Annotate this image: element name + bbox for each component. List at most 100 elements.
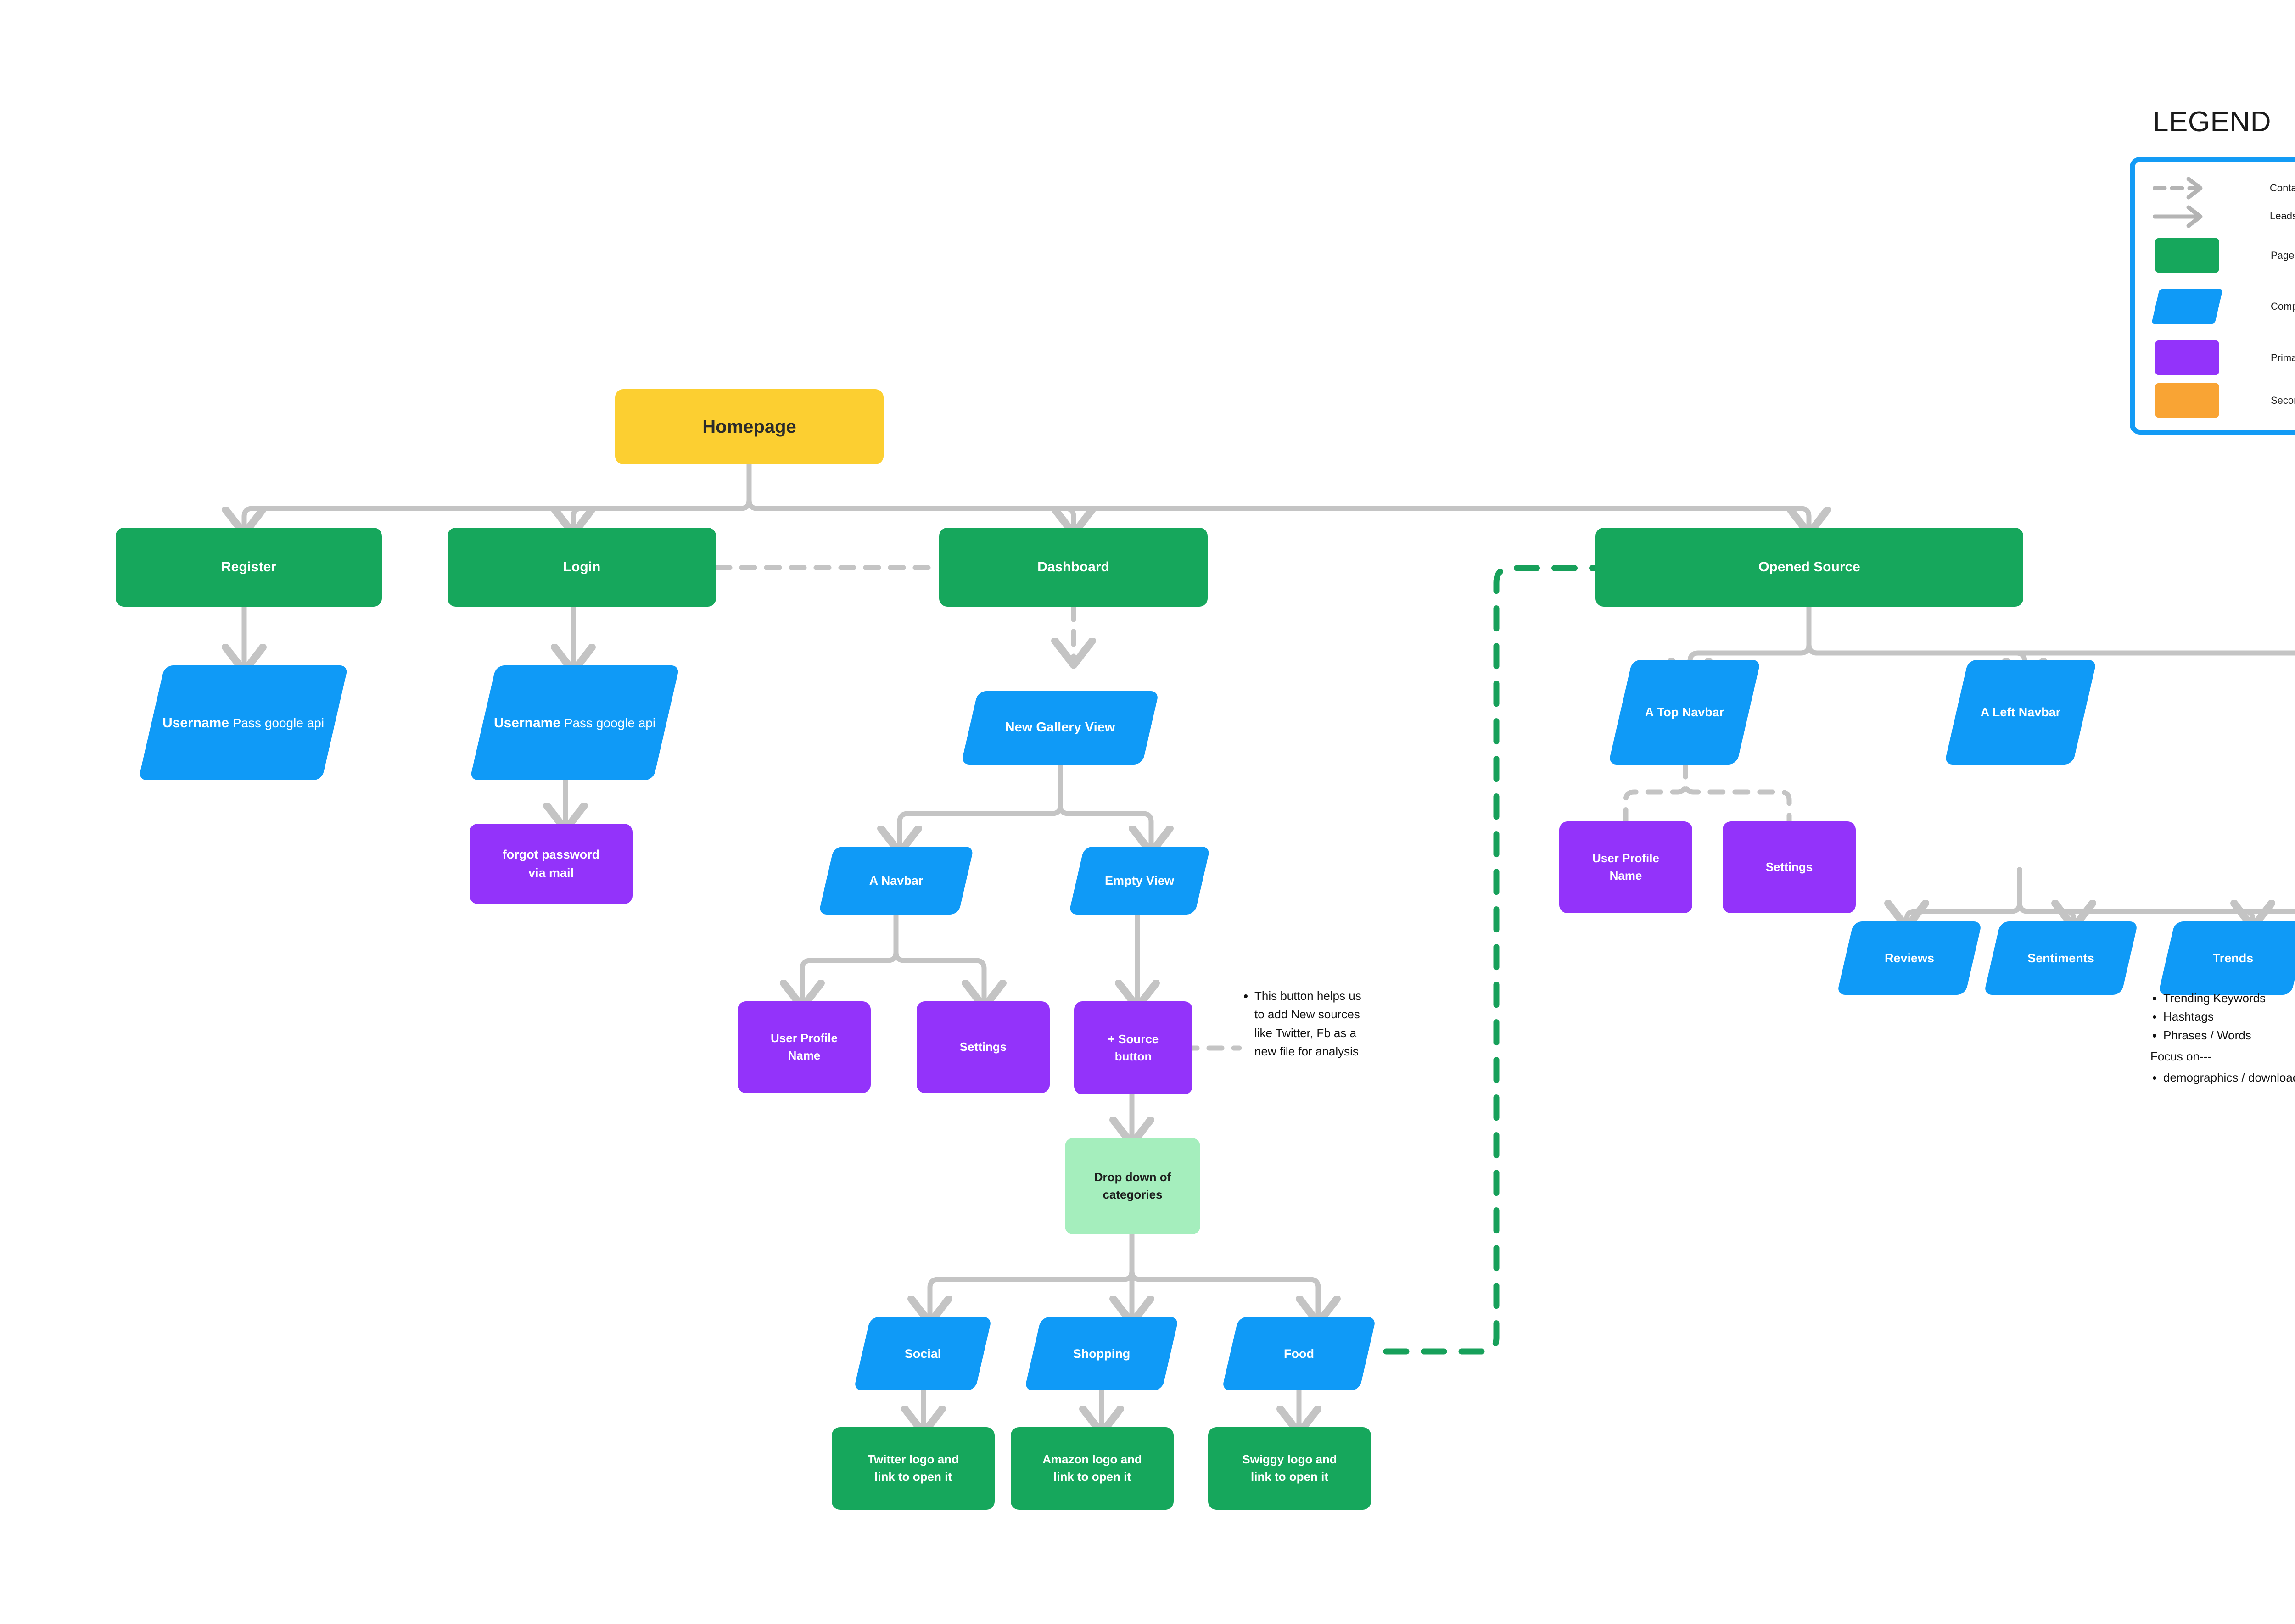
amazon-link-line-1: Amazon logo and bbox=[1042, 1452, 1142, 1467]
forgot-password-line-1: forgot password bbox=[502, 848, 600, 862]
user-profile-name-right-line-1: User Profile bbox=[1592, 851, 1659, 865]
legend-title: LEGEND bbox=[2153, 106, 2271, 138]
node-food[interactable]: Food bbox=[1221, 1317, 1377, 1390]
node-new-gallery-view[interactable]: New Gallery View bbox=[961, 691, 1159, 765]
reviews-label: Reviews bbox=[1884, 951, 1935, 965]
source-button-line-1: + Source bbox=[1108, 1032, 1159, 1046]
legend-label-primary-button: Primary Button bbox=[2271, 352, 2295, 363]
login-credentials-line-2: Pass bbox=[564, 715, 593, 730]
node-social[interactable]: Social bbox=[853, 1317, 992, 1390]
annotation-trends-subheading: Focus on--- bbox=[2150, 1049, 2211, 1063]
food-label: Food bbox=[1284, 1346, 1314, 1361]
node-dashboard[interactable]: Dashboard bbox=[939, 528, 1208, 607]
twitter-link-line-1: Twitter logo and bbox=[868, 1452, 959, 1467]
legend-row-component: Component bbox=[2151, 289, 2295, 324]
legend-swatch-page bbox=[2155, 238, 2219, 273]
node-user-profile-name-right[interactable]: User Profile Name bbox=[1559, 821, 1692, 913]
register-credentials-line-3: google api bbox=[264, 715, 325, 730]
node-settings-right[interactable]: Settings bbox=[1723, 821, 1856, 913]
legend-swatch-secondary-button bbox=[2155, 383, 2219, 418]
node-trends[interactable]: Trends bbox=[2158, 921, 2295, 995]
login-credentials-line-1: Username bbox=[493, 715, 561, 731]
arrow-head-icon bbox=[2186, 205, 2203, 228]
user-profile-name-left-line-1: User Profile bbox=[771, 1031, 838, 1045]
node-dashboard-label: Dashboard bbox=[1037, 559, 1109, 575]
node-source-button[interactable]: + Source button bbox=[1074, 1001, 1192, 1094]
empty-view-line-1: Empty bbox=[1104, 873, 1143, 887]
arrow-head-icon bbox=[2186, 177, 2203, 200]
twitter-link-line-2: link to open it bbox=[874, 1470, 952, 1484]
a-left-navbar-line-1: A Left bbox=[1980, 705, 2015, 719]
annotation-source-button: This button helps us to add New sources … bbox=[1242, 987, 1366, 1060]
node-opened-source-label: Opened Source bbox=[1758, 559, 1860, 575]
node-forgot-password[interactable]: forgot password via mail bbox=[470, 824, 633, 904]
legend-row-contains: Contains bbox=[2270, 182, 2295, 194]
a-top-navbar-line-1: A Top bbox=[1645, 705, 1679, 719]
node-swiggy-link[interactable]: Swiggy logo and link to open it bbox=[1208, 1427, 1371, 1510]
user-profile-name-right-line-2: Name bbox=[1609, 869, 1642, 882]
shopping-label: Shopping bbox=[1073, 1346, 1131, 1361]
login-credentials-line-3: google api bbox=[596, 715, 656, 730]
swiggy-link-line-2: link to open it bbox=[1251, 1470, 1328, 1484]
dropdown-categories-line-2: categories bbox=[1103, 1188, 1163, 1201]
legend-row-leads-to: Leads to / consists of bbox=[2270, 210, 2295, 222]
a-left-navbar-line-2: Navbar bbox=[2018, 705, 2061, 719]
legend-row-page: Page bbox=[2155, 238, 2294, 273]
dropdown-categories-line-1: Drop down of bbox=[1094, 1170, 1171, 1184]
node-homepage-label: Homepage bbox=[702, 417, 796, 437]
forgot-password-line-2: via mail bbox=[528, 865, 574, 880]
annotation-trends-bullet-3: Phrases / Words bbox=[2163, 1026, 2295, 1044]
sentiments-label: Sentiments bbox=[2027, 951, 2094, 965]
node-opened-source[interactable]: Opened Source bbox=[1595, 528, 2023, 607]
empty-view-line-2: View bbox=[1146, 873, 1175, 887]
annotation-source-button-bullet: This button helps us to add New sources … bbox=[1254, 987, 1366, 1060]
trends-label: Trends bbox=[2212, 951, 2254, 965]
legend-label-contains: Contains bbox=[2270, 182, 2295, 194]
annotation-trends: Trending Keywords Hashtags Phrases / Wor… bbox=[2150, 989, 2295, 1087]
swiggy-link-line-1: Swiggy logo and bbox=[1242, 1452, 1337, 1467]
node-a-top-navbar[interactable]: A Top Navbar bbox=[1608, 660, 1761, 765]
node-dropdown-categories[interactable]: Drop down of categories bbox=[1065, 1138, 1200, 1234]
legend-label-page: Page bbox=[2271, 249, 2295, 261]
register-credentials-line-2: Pass bbox=[232, 715, 262, 730]
node-register[interactable]: Register bbox=[116, 528, 382, 607]
legend-swatch-component bbox=[2151, 289, 2223, 324]
node-amazon-link[interactable]: Amazon logo and link to open it bbox=[1011, 1427, 1174, 1510]
node-register-credentials[interactable]: Username Pass google api bbox=[138, 665, 348, 780]
legend-row-primary-button: Primary Button bbox=[2155, 340, 2295, 375]
node-empty-view[interactable]: Empty View bbox=[1068, 847, 1211, 915]
node-a-left-navbar[interactable]: A Left Navbar bbox=[1944, 660, 2097, 765]
node-login-label: Login bbox=[563, 559, 601, 575]
node-twitter-link[interactable]: Twitter logo and link to open it bbox=[832, 1427, 995, 1510]
node-user-profile-name-left[interactable]: User Profile Name bbox=[738, 1001, 871, 1093]
new-gallery-view-line-1: New Gallery bbox=[1005, 720, 1081, 735]
annotation-trends-bullet-1: Trending Keywords bbox=[2163, 989, 2295, 1007]
legend-label-secondary-button: Secondary Button bbox=[2271, 394, 2295, 406]
legend-label-component: Component bbox=[2271, 300, 2295, 312]
a-navbar-label: A Navbar bbox=[869, 873, 924, 887]
node-shopping[interactable]: Shopping bbox=[1024, 1317, 1179, 1390]
node-a-navbar[interactable]: A Navbar bbox=[818, 847, 974, 915]
user-profile-name-left-line-2: Name bbox=[788, 1049, 821, 1062]
a-top-navbar-line-2: Navbar bbox=[1682, 705, 1724, 719]
node-login-credentials[interactable]: Username Pass google api bbox=[470, 665, 680, 780]
legend-arrow-icons bbox=[2153, 177, 2203, 228]
settings-right-label: Settings bbox=[1765, 860, 1813, 874]
node-homepage[interactable]: Homepage bbox=[615, 389, 884, 464]
annotation-trends-sub-bullet-1: demographics / download trends bbox=[2163, 1068, 2295, 1087]
source-button-line-2: button bbox=[1114, 1049, 1152, 1063]
amazon-link-line-2: link to open it bbox=[1053, 1470, 1131, 1484]
legend-label-leads-to: Leads to / consists of bbox=[2270, 210, 2295, 222]
new-gallery-view-line-2: View bbox=[1085, 720, 1115, 735]
node-settings-left[interactable]: Settings bbox=[917, 1001, 1050, 1093]
social-label: Social bbox=[904, 1346, 941, 1361]
node-sentiments[interactable]: Sentiments bbox=[1983, 921, 2138, 995]
node-reviews[interactable]: Reviews bbox=[1836, 921, 1982, 995]
annotation-trends-bullet-2: Hashtags bbox=[2163, 1007, 2295, 1026]
settings-left-label: Settings bbox=[959, 1040, 1007, 1054]
node-register-label: Register bbox=[221, 559, 277, 575]
legend-swatch-primary-button bbox=[2155, 340, 2219, 375]
node-login[interactable]: Login bbox=[448, 528, 716, 607]
register-credentials-line-1: Username bbox=[162, 715, 230, 731]
